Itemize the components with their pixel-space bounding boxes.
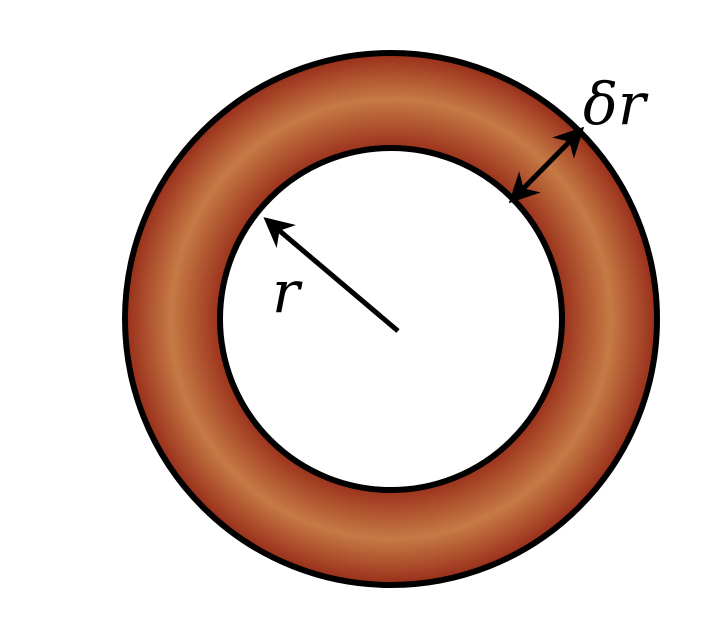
inner-hollow (217, 145, 565, 493)
thickness-double-arrow (508, 126, 585, 204)
radius-label: r (272, 258, 303, 326)
radius-arrow (263, 217, 400, 333)
thickness-label: δr (583, 70, 649, 138)
